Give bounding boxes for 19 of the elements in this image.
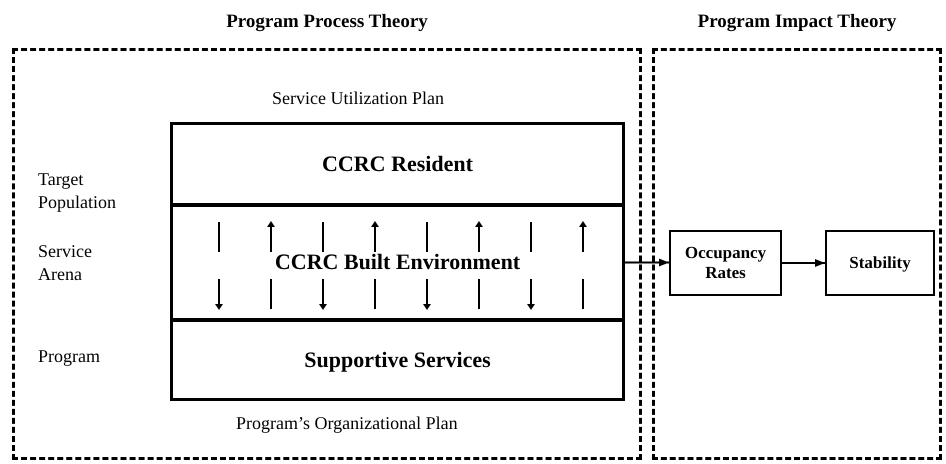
text-label: Service Arena xyxy=(38,240,93,286)
node-label: Stability xyxy=(849,252,911,274)
text-label: Program’s Organizational Plan xyxy=(236,412,458,435)
arrow xyxy=(782,259,825,267)
node-label: Occupancy Rates xyxy=(684,242,768,284)
outcome-box xyxy=(825,230,935,296)
layer-band xyxy=(170,122,625,206)
arrow xyxy=(625,258,669,266)
text-label: Service Utilization Plan xyxy=(272,87,444,110)
node-label: CCRC Built Environment xyxy=(274,249,520,276)
section-heading: Program Impact Theory xyxy=(696,11,898,33)
node-label: CCRC Resident xyxy=(322,150,473,178)
layer-band xyxy=(170,204,625,321)
section-heading: Program Process Theory xyxy=(225,11,429,33)
outcome-box xyxy=(669,230,782,296)
text-label: Program xyxy=(38,345,100,368)
node-label: Supportive Services xyxy=(304,346,491,374)
layer-band xyxy=(170,319,625,401)
text-label: Target Population xyxy=(38,168,118,214)
